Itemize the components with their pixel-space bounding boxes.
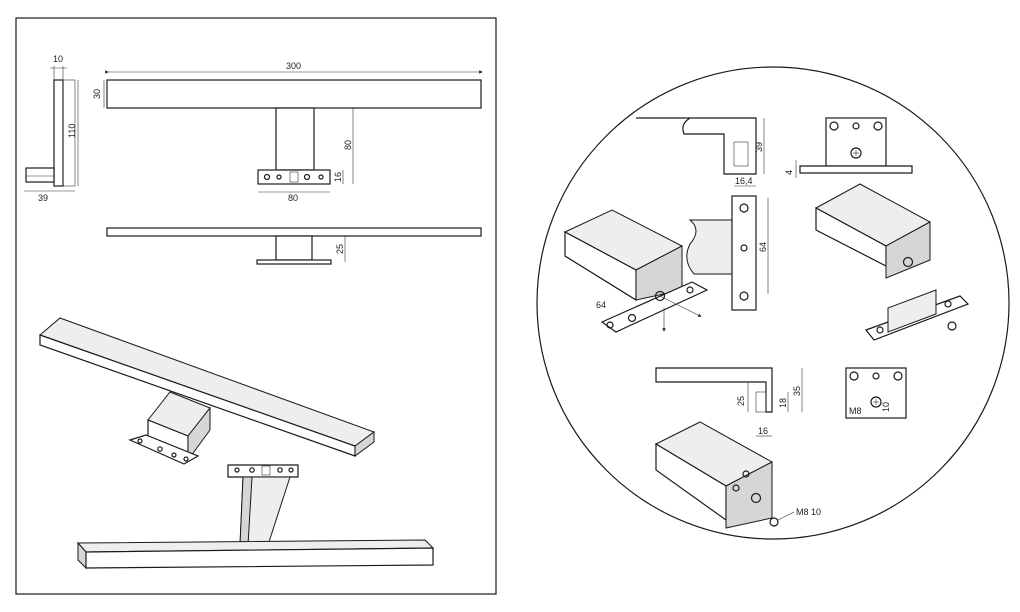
dim-side-height: 110 [67,124,77,138]
detail-iso-left: 64 [563,209,709,333]
dim-detail-35: 35 [792,386,802,396]
dim-bar-length: 300 [286,61,301,71]
detail-iso-right [814,183,970,341]
detail-iso-bottom: M8 10 [654,421,821,529]
dim-arm-height: 80 [343,140,353,150]
dim-detail-4: 4 [784,170,794,175]
dim-side-width: 10 [53,54,63,64]
arm-front [275,107,315,171]
dim-bottom-offset: 25 [335,244,345,254]
detail-profile: 25 18 35 16 [655,367,803,437]
mounting-plate-front [257,169,331,185]
dim-detail-16-4: 16,4 [735,176,753,186]
detail-section-top: 39 16,4 [636,117,765,187]
detail-circle-frame [536,66,1010,540]
dim-detail-m8-10: M8 10 [796,507,821,517]
isometric-view-lower [76,464,435,570]
dim-side-depth: 39 [38,193,48,203]
dim-detail-18: 18 [778,398,788,408]
light-bar-front [106,79,482,109]
dim-detail-16: 16 [758,426,768,436]
dim-detail-64-left: 64 [596,300,606,310]
dim-detail-25: 25 [736,396,746,406]
dim-detail-10: 10 [881,402,891,412]
detail-plate-front: 4 [784,117,913,178]
detail-m8-plate: M8 10 [845,367,907,419]
bottom-view: 25 [106,227,482,265]
front-view: 300 30 80 16 80 [92,61,483,203]
dim-detail-64-right: 64 [758,242,768,252]
dim-plate-width: 80 [288,193,298,203]
dim-detail-39: 39 [754,142,764,152]
dim-detail-m8: M8 [849,406,862,416]
dim-plate-height: 16 [333,172,343,182]
isometric-view-upper [39,317,376,465]
left-panel-frame [15,17,497,595]
side-view: 10 110 39 [24,54,79,203]
detail-wall-mount: 64 [686,195,769,311]
dim-bar-height: 30 [92,89,102,99]
